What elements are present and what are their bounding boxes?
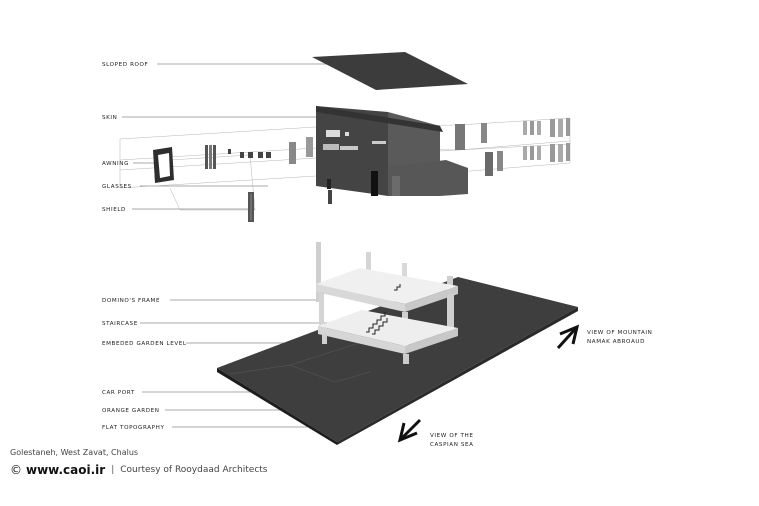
house-skin-volume — [316, 106, 468, 196]
glasses-panels — [205, 137, 313, 169]
view-sea-line1: VIEW OF THE — [430, 433, 473, 439]
label-skin: SKIN — [102, 115, 117, 121]
label-sloped-roof: SLOPED ROOF — [102, 62, 148, 68]
label-car-port: CAR PORT — [102, 390, 135, 396]
view-sea-line2: CASPIAN SEA — [430, 442, 474, 448]
awning-frame — [153, 147, 174, 183]
right-facade-panels — [455, 118, 570, 176]
caption-location: Golestaneh, West Zavat, Chalus — [10, 448, 139, 457]
label-orange-garden: ORANGE GARDEN — [102, 408, 160, 414]
view-mountain-line1: VIEW OF MOUNTAIN — [587, 330, 652, 336]
view-mountain-line2: NAMAK ABROAUD — [587, 339, 645, 345]
view-arrow-sea — [397, 418, 422, 443]
staircase — [366, 284, 401, 335]
shield-panel — [248, 190, 332, 222]
caption-credit: © www.caoi.ir | Courtesy of Rooydaad Arc… — [10, 463, 268, 477]
label-dominos-frame: DOMINO'S FRAME — [102, 298, 160, 304]
caption-courtesy: Courtesy of Rooydaad Architects — [120, 465, 268, 475]
label-glasses: GLASSES — [102, 184, 132, 190]
label-staircase: STAIRCASE — [102, 321, 138, 327]
label-embeded-garden-level: EMBEDED GARDEN LEVEL — [102, 341, 187, 347]
label-flat-topography: FLAT TOPOGRAPHY — [102, 425, 164, 431]
flat-topography-site — [217, 277, 578, 445]
view-arrow-mountain — [556, 324, 580, 350]
label-awning: AWNING — [102, 161, 129, 167]
dominos-frame — [316, 242, 458, 364]
site-link[interactable]: www.caoi.ir — [26, 463, 106, 477]
copyright-symbol: © — [10, 463, 22, 477]
caption-separator: | — [111, 465, 115, 475]
sloped-roof-panel — [312, 52, 468, 90]
label-shield: SHIELD — [102, 207, 126, 213]
